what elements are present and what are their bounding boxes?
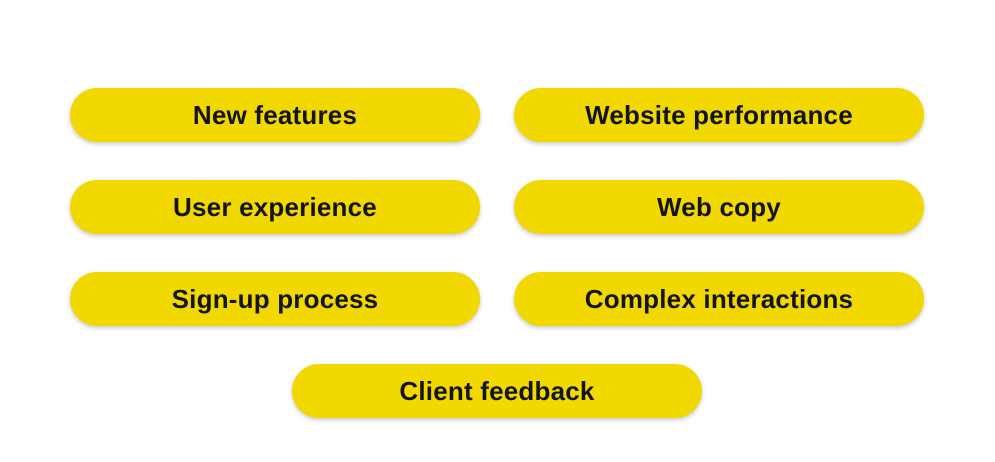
pill-web-copy[interactable]: Web copy: [514, 180, 924, 234]
pill-row-4: Client feedback: [70, 364, 924, 418]
pill-new-features[interactable]: New features: [70, 88, 480, 142]
topic-pill-board: New features Website performance User ex…: [70, 88, 924, 418]
pill-row-3: Sign-up process Complex interactions: [70, 272, 924, 326]
pill-complex-interactions[interactable]: Complex interactions: [514, 272, 924, 326]
pill-label: Client feedback: [399, 375, 595, 406]
pill-sign-up-process[interactable]: Sign-up process: [70, 272, 480, 326]
pill-row-2: User experience Web copy: [70, 180, 924, 234]
pill-row-1: New features Website performance: [70, 88, 924, 142]
pill-label: Complex interactions: [584, 283, 854, 314]
pill-website-performance[interactable]: Website performance: [514, 88, 924, 142]
pill-label: Web copy: [657, 191, 781, 222]
pill-label: User experience: [173, 191, 377, 222]
pill-label: New features: [192, 99, 358, 130]
pill-client-feedback[interactable]: Client feedback: [292, 364, 702, 418]
pill-label: Sign-up process: [171, 283, 379, 314]
pill-user-experience[interactable]: User experience: [70, 180, 480, 234]
pill-label: Website performance: [585, 99, 853, 130]
